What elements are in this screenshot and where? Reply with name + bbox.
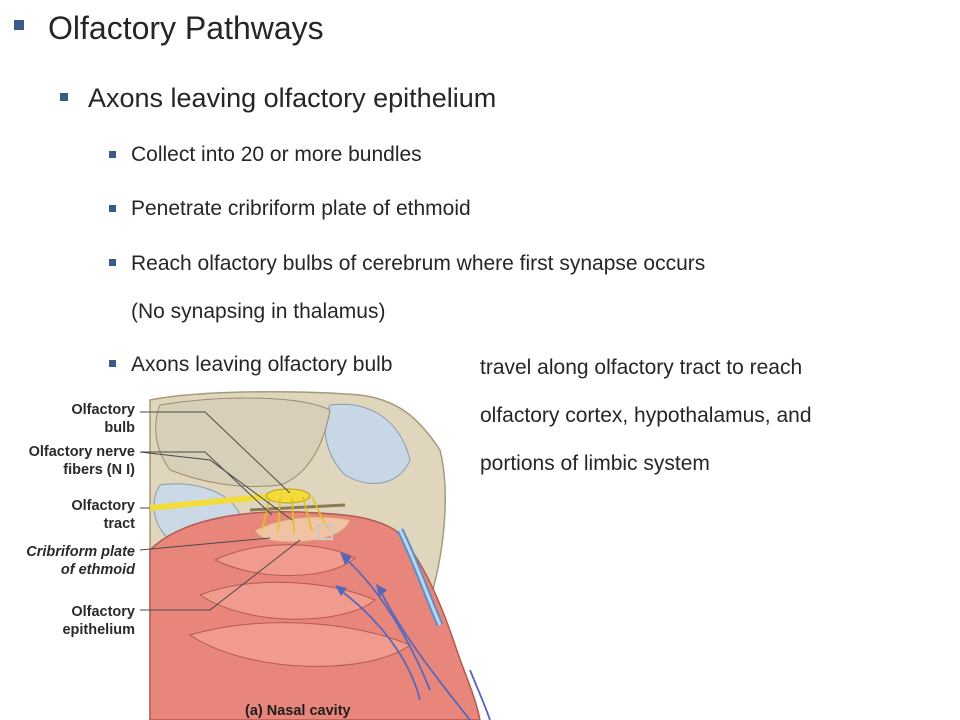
frontal-sinus: [324, 403, 411, 484]
point-bullet-icon: [109, 259, 116, 266]
point-item: Collect into 20 or more bundles: [131, 143, 422, 166]
label-olfactory-tract: tract: [104, 516, 136, 532]
leader-lines: [139, 411, 301, 611]
airflow-arrowheads: [335, 552, 387, 597]
airflow-arrows: [339, 557, 491, 720]
brain-region: [155, 397, 331, 487]
nasal-cavity-figure: Olfactory bulb Olfactory nerve fibers (N…: [26, 390, 491, 720]
label-cribriform-plate: Cribriform plate: [26, 544, 135, 560]
label-olfactory-nerve-fibers: fibers (N I): [63, 462, 135, 478]
nasal-bone-highlight: [398, 529, 442, 626]
point-continuation: (No synapsing in thalamus): [131, 300, 386, 323]
superior-concha: [213, 544, 356, 577]
point-bullet-icon: [109, 151, 116, 158]
point-bullet-icon: [109, 205, 116, 212]
label-olfactory-epithelium: Olfactory: [71, 604, 135, 620]
point-item: Penetrate cribriform plate of ethmoid: [131, 197, 471, 220]
figure-caption: (a) Nasal cavity: [245, 703, 351, 719]
point-continuation: olfactory cortex, hypothalamus, and: [480, 404, 812, 427]
label-cribriform-plate: of ethmoid: [61, 562, 136, 578]
label-olfactory-nerve-fibers: Olfactory nerve: [29, 444, 135, 460]
label-olfactory-bulb: Olfactory: [71, 402, 135, 418]
olfactory-bulb-shape: [265, 488, 311, 504]
slide-title: Olfactory Pathways: [48, 10, 324, 46]
point-continuation: portions of limbic system: [480, 452, 710, 475]
point-item: Reach olfactory bulbs of cerebrum where …: [131, 252, 706, 275]
magnify-box-outline: [317, 524, 333, 540]
sub-heading-bullet-icon: [60, 93, 68, 101]
point-bullet-icon: [109, 360, 116, 367]
middle-concha: [198, 581, 376, 620]
point-item: Axons leaving olfactory bulb: [131, 353, 393, 376]
label-olfactory-epithelium: epithelium: [62, 622, 135, 638]
title-bullet-icon: [14, 20, 24, 30]
sub-heading: Axons leaving olfactory epithelium: [88, 83, 497, 113]
label-olfactory-bulb: bulb: [104, 420, 135, 436]
label-olfactory-tract: Olfactory: [71, 498, 135, 514]
point-continuation: travel along olfactory tract to reach: [480, 356, 803, 379]
